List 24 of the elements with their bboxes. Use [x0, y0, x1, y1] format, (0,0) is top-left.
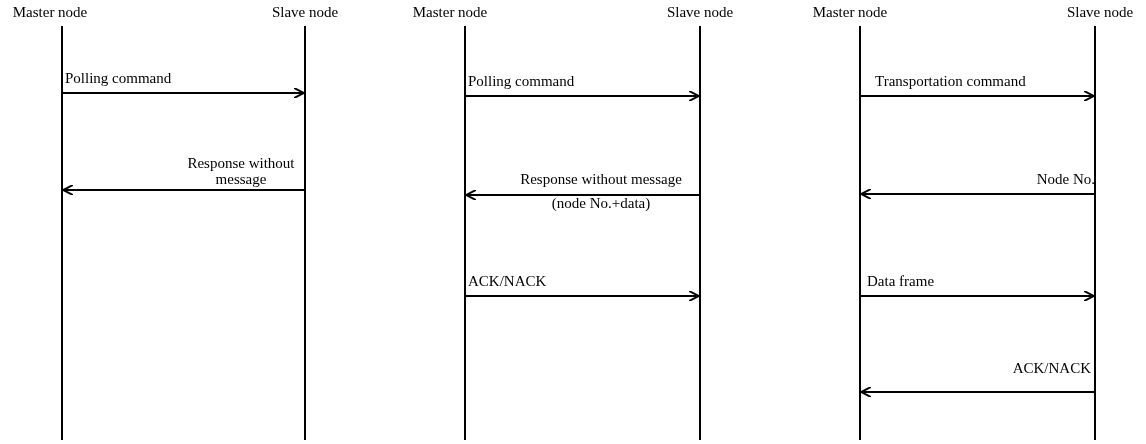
lifeline-header: Slave node: [271, 4, 339, 21]
lifeline-header: Master node: [812, 4, 888, 21]
lifeline-header: Slave node: [1066, 4, 1134, 21]
message-arrow: [465, 90, 700, 102]
message-arrow: [62, 87, 305, 99]
lifeline-header: Slave node: [666, 4, 734, 21]
message-arrow: [62, 184, 305, 196]
message-label: Node No.: [1035, 171, 1096, 187]
message-label: ACK/NACK: [1011, 360, 1092, 376]
message-arrow: [465, 290, 700, 302]
message-arrow: [860, 188, 1095, 200]
message-arrow: [860, 90, 1095, 102]
message-arrow: [860, 386, 1095, 398]
lifeline-header: Master node: [12, 4, 88, 21]
message-label: Data frame: [866, 273, 936, 289]
lifeline-header: Master node: [412, 4, 488, 21]
message-label: Response without message (node No.+data): [519, 170, 683, 213]
message-label: Response without message: [186, 155, 296, 187]
message-arrow: [860, 290, 1095, 302]
message-arrow: [465, 189, 700, 201]
message-label: Polling command: [467, 73, 576, 89]
message-label: Polling command: [64, 70, 173, 86]
message-label: Transportation command: [874, 73, 1027, 89]
message-label: ACK/NACK: [467, 273, 548, 289]
